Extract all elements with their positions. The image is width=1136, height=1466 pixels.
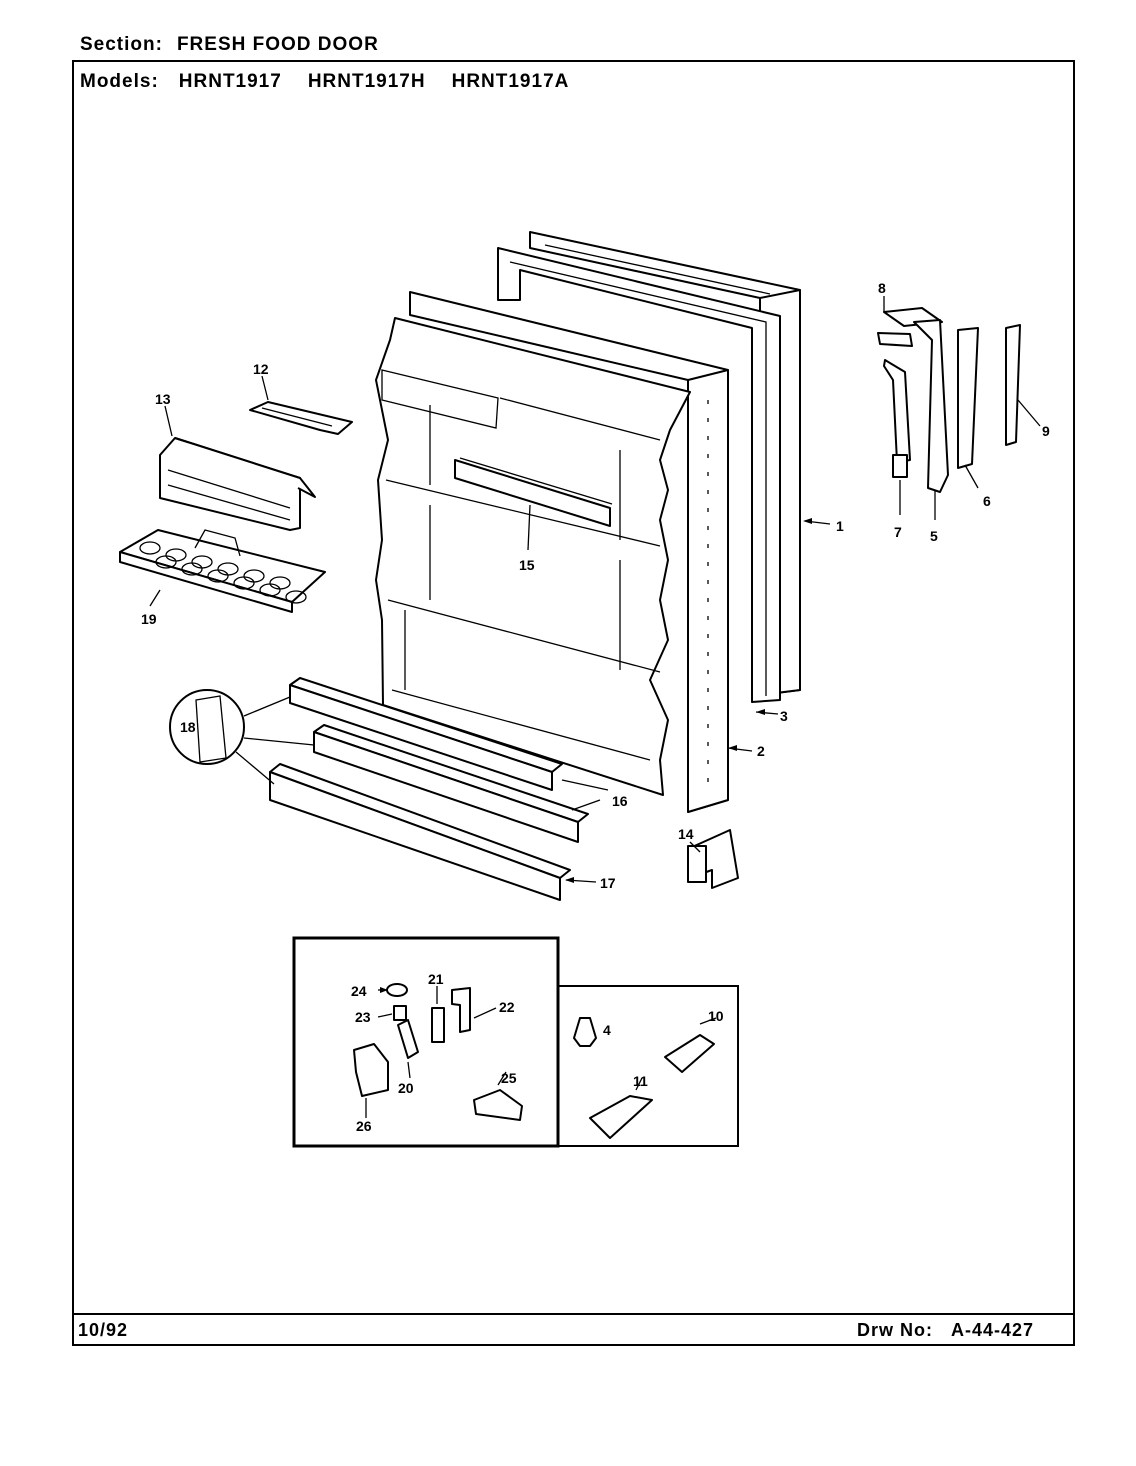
part-clip-10 <box>664 1034 715 1073</box>
callout-5: 5 <box>930 528 938 544</box>
callout-12: 12 <box>253 361 269 377</box>
drawing-number: A-44-427 <box>951 1320 1035 1340</box>
part-door-gasket <box>497 247 781 703</box>
callout-11: 11 <box>633 1073 648 1089</box>
callout-8: 8 <box>878 280 886 296</box>
callout-6: 6 <box>983 493 991 509</box>
part-hinge-block-26 <box>353 1043 389 1097</box>
part-hinge-strap-7 <box>883 359 911 478</box>
callout-10: 10 <box>708 1008 724 1024</box>
model-1: HRNT1917 <box>178 71 282 92</box>
callout-22: 22 <box>499 999 515 1015</box>
callout-14: 14 <box>678 826 694 842</box>
callout-4: 4 <box>603 1022 611 1038</box>
part-dairy-compartment <box>159 437 316 531</box>
drawing-date: 10/92 <box>78 1320 129 1340</box>
footer-divider <box>72 1313 1075 1315</box>
callout-13: 13 <box>155 391 171 407</box>
part-door-bar-lower <box>269 763 571 901</box>
egg-hole <box>207 569 229 583</box>
part-door-liner <box>375 317 691 796</box>
part-door-bar-middle <box>313 724 589 843</box>
callout-17: 17 <box>600 875 616 891</box>
callout-24: 24 <box>351 983 367 999</box>
part-hinge-trim-6 <box>957 327 979 469</box>
callout-26: 26 <box>356 1118 372 1134</box>
callout-15: 15 <box>519 557 535 573</box>
part-hinge-pin-20 <box>397 1019 419 1059</box>
section-value: FRESH FOOD DOOR <box>176 34 379 55</box>
callout-18: 18 <box>180 719 196 735</box>
models-label: Models: <box>80 71 159 92</box>
egg-hole <box>285 590 307 604</box>
drawing-number-block: Drw No: A-44-427 <box>857 1320 1034 1341</box>
part-door-liner-frame <box>409 291 729 813</box>
part-plug-4 <box>573 1017 597 1047</box>
callout-21: 21 <box>428 971 444 987</box>
callout-leaders <box>149 296 1041 1118</box>
callout-9: 9 <box>1042 423 1050 439</box>
egg-hole <box>139 541 161 555</box>
part-cap-24 <box>386 983 408 997</box>
part-bushing-23 <box>393 1005 407 1021</box>
hinge-clip-box <box>557 985 739 1147</box>
part-small-cover <box>249 401 353 435</box>
callout-25: 25 <box>501 1070 517 1086</box>
part-hinge-bracket-25 <box>473 1089 523 1121</box>
drawing-frame <box>72 60 1075 1346</box>
callout-7: 7 <box>894 524 902 540</box>
callout-23: 23 <box>355 1009 371 1025</box>
callout-16: 16 <box>612 793 628 809</box>
egg-hole <box>259 583 281 597</box>
callout-labels: 1 2 3 4 5 6 7 8 9 10 11 12 13 14 15 16 1… <box>141 280 1050 1134</box>
part-hinge-trim-9 <box>1005 324 1021 446</box>
part-hinge-plate-22 <box>451 987 471 1033</box>
egg-hole <box>155 555 177 569</box>
part-shelf-rail <box>454 457 613 527</box>
callout-1: 1 <box>836 518 844 534</box>
part-clip-11 <box>589 1095 653 1139</box>
model-3: HRNT1917A <box>451 71 570 92</box>
model-2: HRNT1917H <box>307 71 426 92</box>
callout-3: 3 <box>780 708 788 724</box>
part-door-stop <box>687 829 739 889</box>
egg-hole <box>233 576 255 590</box>
part-egg-tray <box>119 529 326 613</box>
callout-19: 19 <box>141 611 157 627</box>
part-hinge-strap-5 <box>913 319 949 493</box>
section-header: Section: FRESH FOOD DOOR <box>80 34 379 56</box>
section-label: Section: <box>80 34 163 55</box>
egg-hole <box>181 562 203 576</box>
callout-20: 20 <box>398 1080 414 1096</box>
part-shim-21 <box>431 1007 445 1043</box>
callout-2: 2 <box>757 743 765 759</box>
drawing-number-label: Drw No: <box>857 1320 933 1340</box>
models-header: Models: HRNT1917 HRNT1917H HRNT1917A <box>80 71 575 93</box>
part-end-cap-detail <box>169 689 315 785</box>
